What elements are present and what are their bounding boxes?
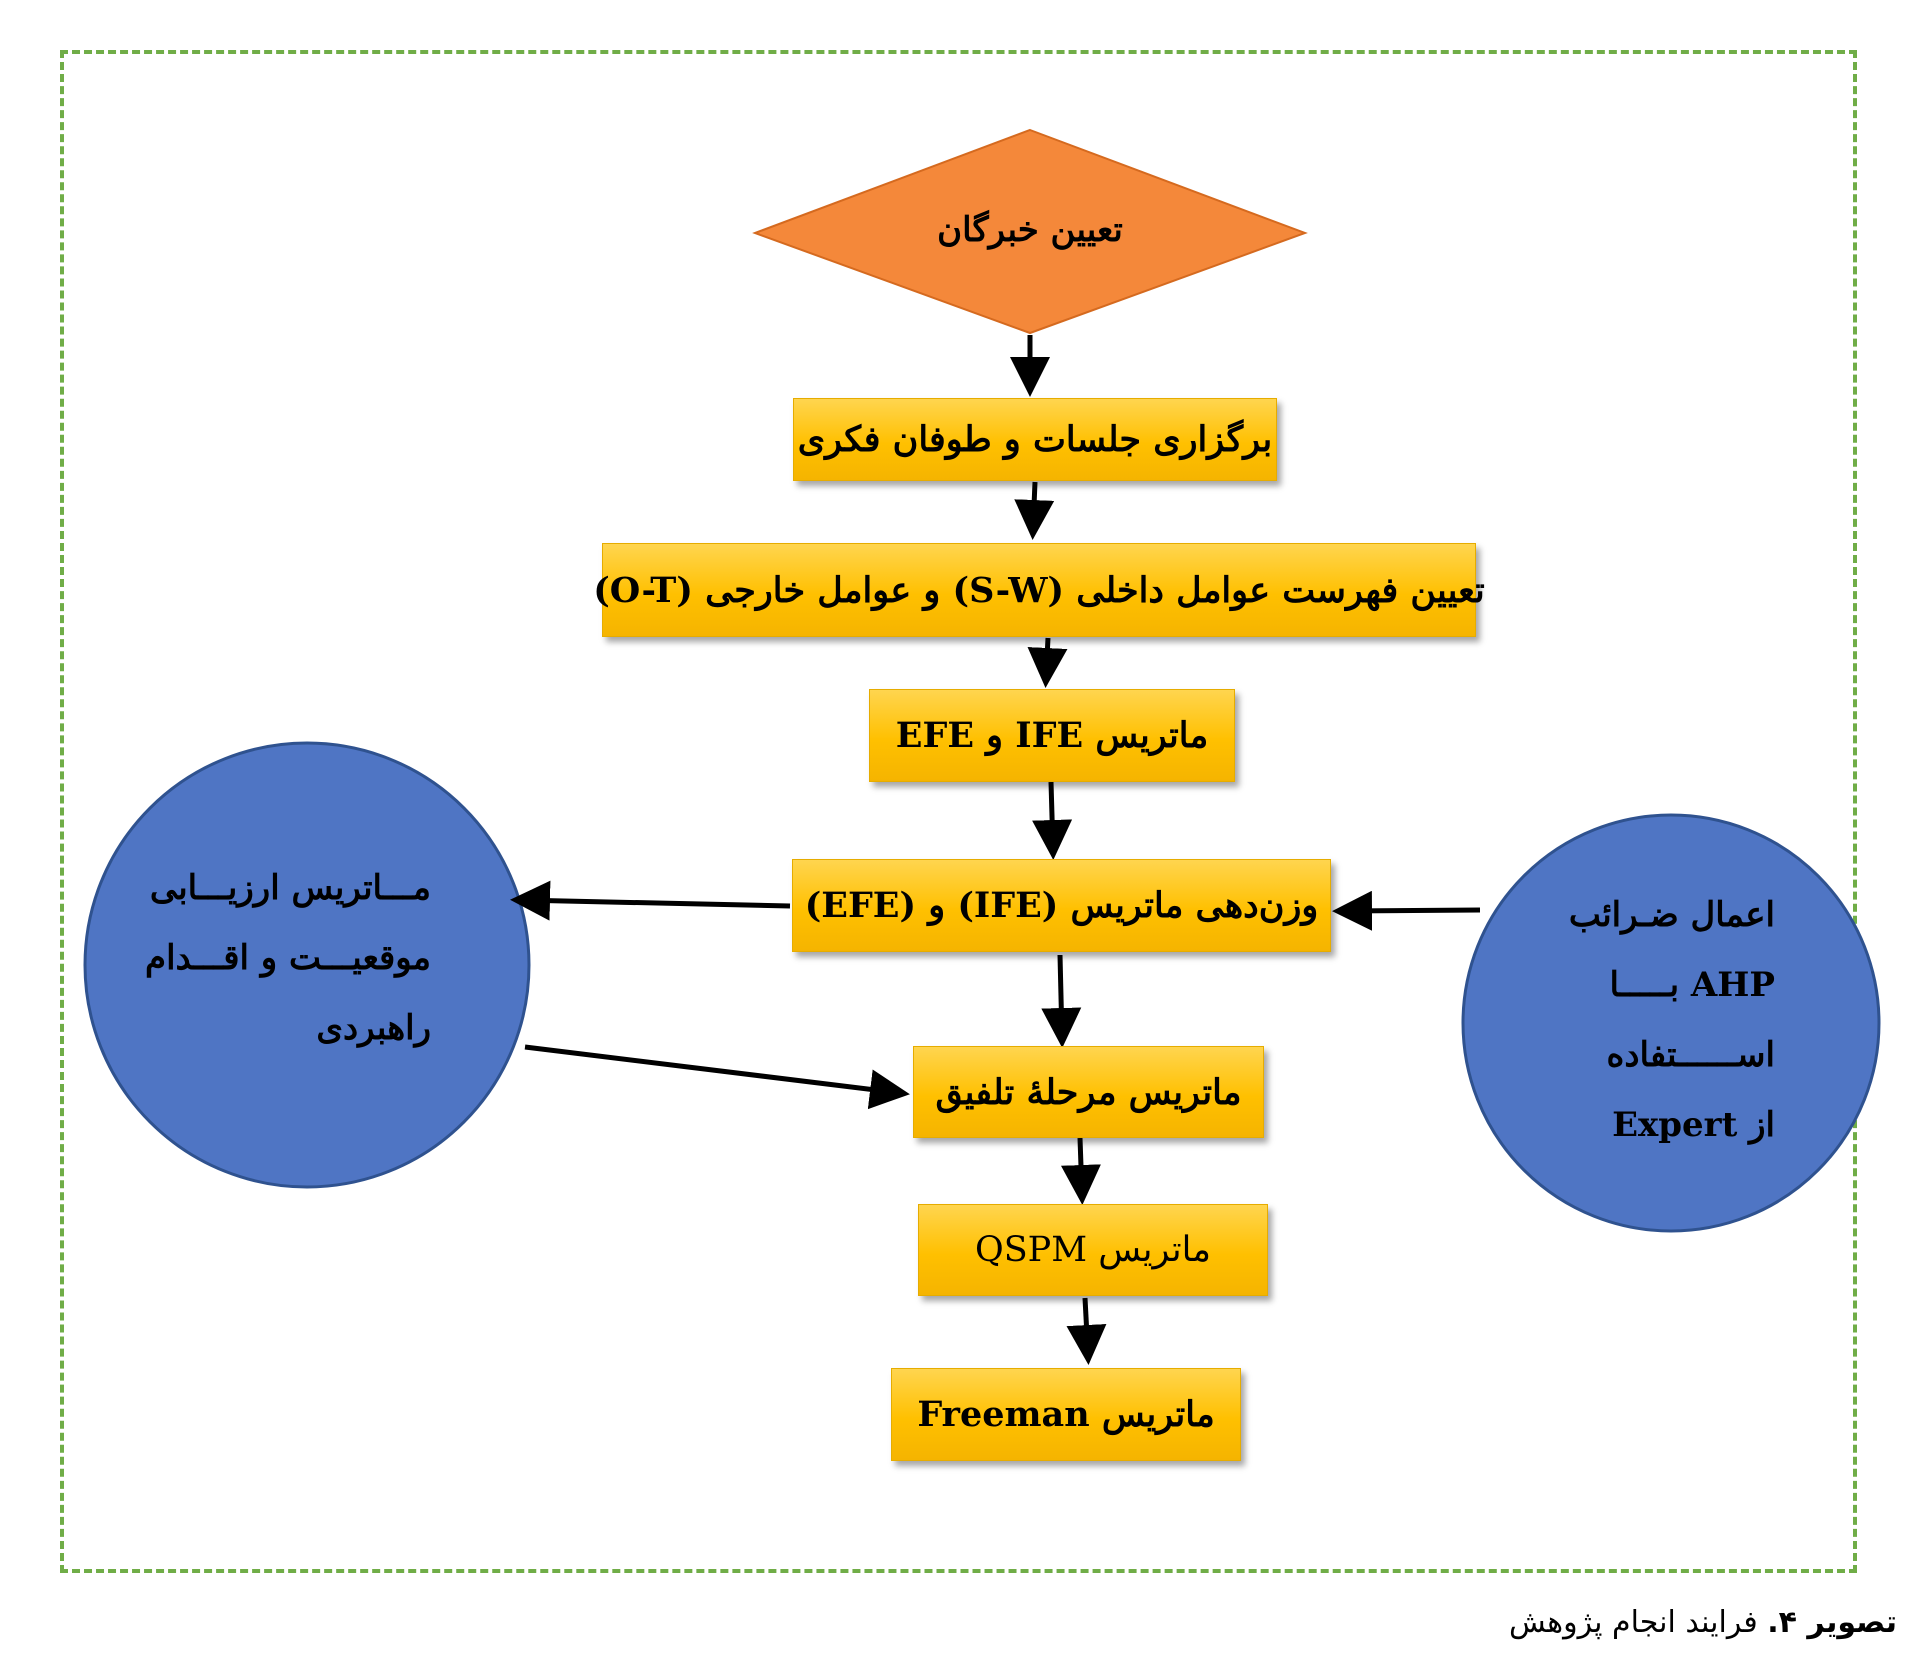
- right-circle-line4: از Expert: [1612, 1105, 1775, 1145]
- left-circle-line2: موقعیـــت و اقـــدام: [145, 938, 431, 978]
- integration-label: ماتریس مرحلۀ تلفیق: [935, 1071, 1242, 1113]
- ife-efe-box: ماتریس IFE و EFE: [869, 689, 1235, 782]
- qspm-box: ماتریس QSPM: [918, 1204, 1268, 1296]
- right-circle-line1: اعمال ضـرائب: [1568, 895, 1775, 935]
- arrow-leftcircle-integration: [524, 1044, 910, 1110]
- left-circle-line3: راهبردی: [316, 1008, 431, 1048]
- weighting-box: وزن‌دهی ماتریس (IFE) و (EFE): [792, 859, 1331, 952]
- figure-caption: تصویر ۴. فرایند انجام پژوهش: [1509, 1605, 1897, 1640]
- right-circle-line2: AHP بـــــا: [1609, 965, 1775, 1005]
- factors-box: تعیین فهرست عوامل داخلی (S-W) و عوامل خا…: [593, 543, 1485, 637]
- weighting-label: وزن‌دهی ماتریس (IFE) و (EFE): [804, 885, 1319, 926]
- diagram-frame: [60, 50, 1857, 1573]
- arrow-rightcircle-weighting: [1332, 890, 1481, 931]
- arrow-integration-qspm: [1060, 1137, 1101, 1205]
- arrow-weighting-integration: [1041, 954, 1082, 1048]
- arrow-sessions-factors: [1014, 481, 1055, 540]
- left-circle-text: مـــاتریس ارزیـــابی موقعیـــت و اقـــدا…: [145, 853, 431, 1063]
- experts-diamond: [752, 128, 1308, 335]
- freeman-label: ماتریس Freeman: [917, 1394, 1215, 1435]
- right-circle-line3: اســــــتفاده: [1606, 1035, 1775, 1075]
- qspm-label: ماتریس QSPM: [975, 1230, 1212, 1270]
- left-circle-shape: [83, 741, 531, 1189]
- arrow-qspm-freeman: [1066, 1297, 1107, 1365]
- left-circle-line1: مـــاتریس ارزیـــابی: [149, 868, 431, 908]
- sessions-box: برگزاری جلسات و طوفان فکری: [793, 398, 1277, 481]
- sessions-label: برگزاری جلسات و طوفان فکری: [797, 419, 1273, 460]
- ife-efe-label: ماتریس IFE و EFE: [895, 715, 1209, 756]
- arrow-ife-weighting: [1032, 781, 1073, 860]
- freeman-box: ماتریس Freeman: [891, 1368, 1241, 1461]
- right-circle-shape: [1461, 813, 1881, 1233]
- arrow-weighting-leftcircle: [510, 880, 791, 921]
- experts-label: تعیین خبرگان: [937, 210, 1123, 250]
- caption-label: تصویر ۴.: [1767, 1605, 1897, 1640]
- arrow-factors-ife: [1027, 637, 1068, 688]
- right-circle-text: اعمال ضـرائب AHP بـــــا اســــــتفاده ا…: [1569, 880, 1775, 1160]
- caption-text: فرایند انجام پژوهش: [1509, 1605, 1758, 1640]
- factors-label: تعیین فهرست عوامل داخلی (S-W) و عوامل خا…: [593, 569, 1485, 611]
- integration-box: ماتریس مرحلۀ تلفیق: [913, 1046, 1264, 1138]
